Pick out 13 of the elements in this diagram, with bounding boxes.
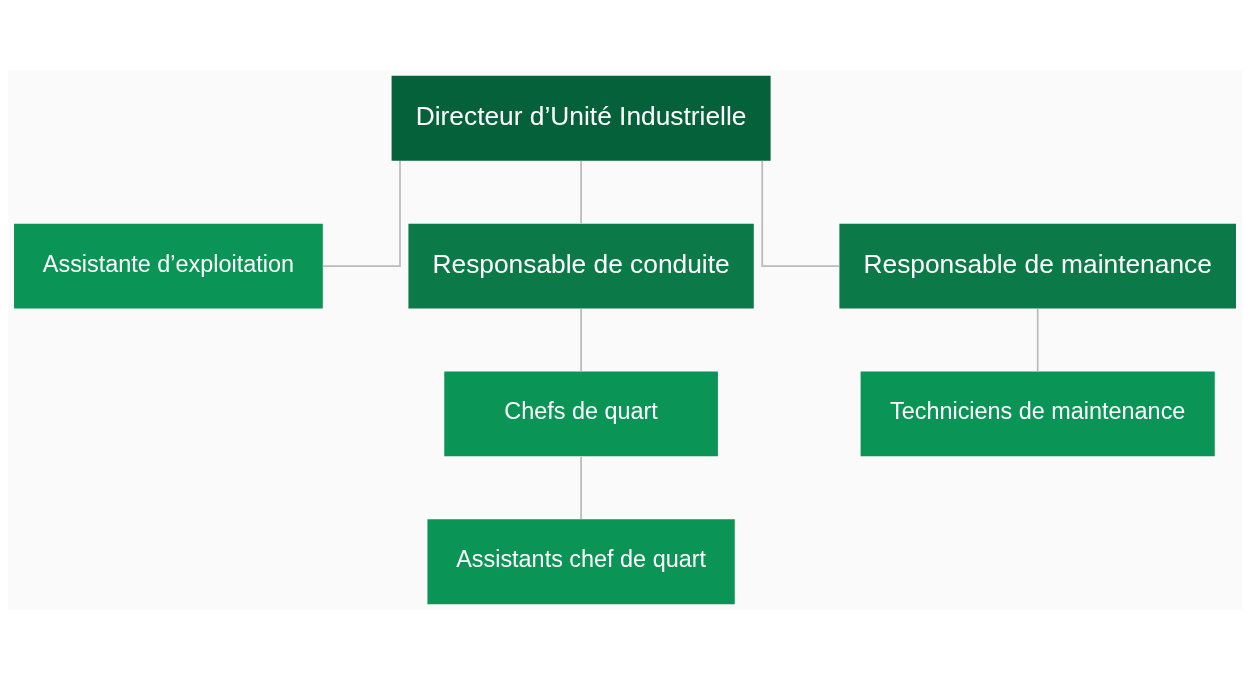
node-box: Techniciens de maintenance <box>860 370 1215 456</box>
connector <box>322 159 401 267</box>
connector <box>580 455 582 520</box>
node-box: Responsable de maintenance <box>839 223 1236 309</box>
node-box: Assistante d’exploitation <box>14 223 323 309</box>
connector <box>580 159 582 224</box>
connector <box>580 307 582 372</box>
connector <box>1036 307 1039 372</box>
node-box: Responsable de conduite <box>408 223 754 309</box>
node-box: Chefs de quart <box>444 370 718 456</box>
connector <box>761 159 841 267</box>
node-box: Directeur d’Unité Industrielle <box>391 75 771 161</box>
node-box: Assistants chef de quart <box>427 518 735 604</box>
